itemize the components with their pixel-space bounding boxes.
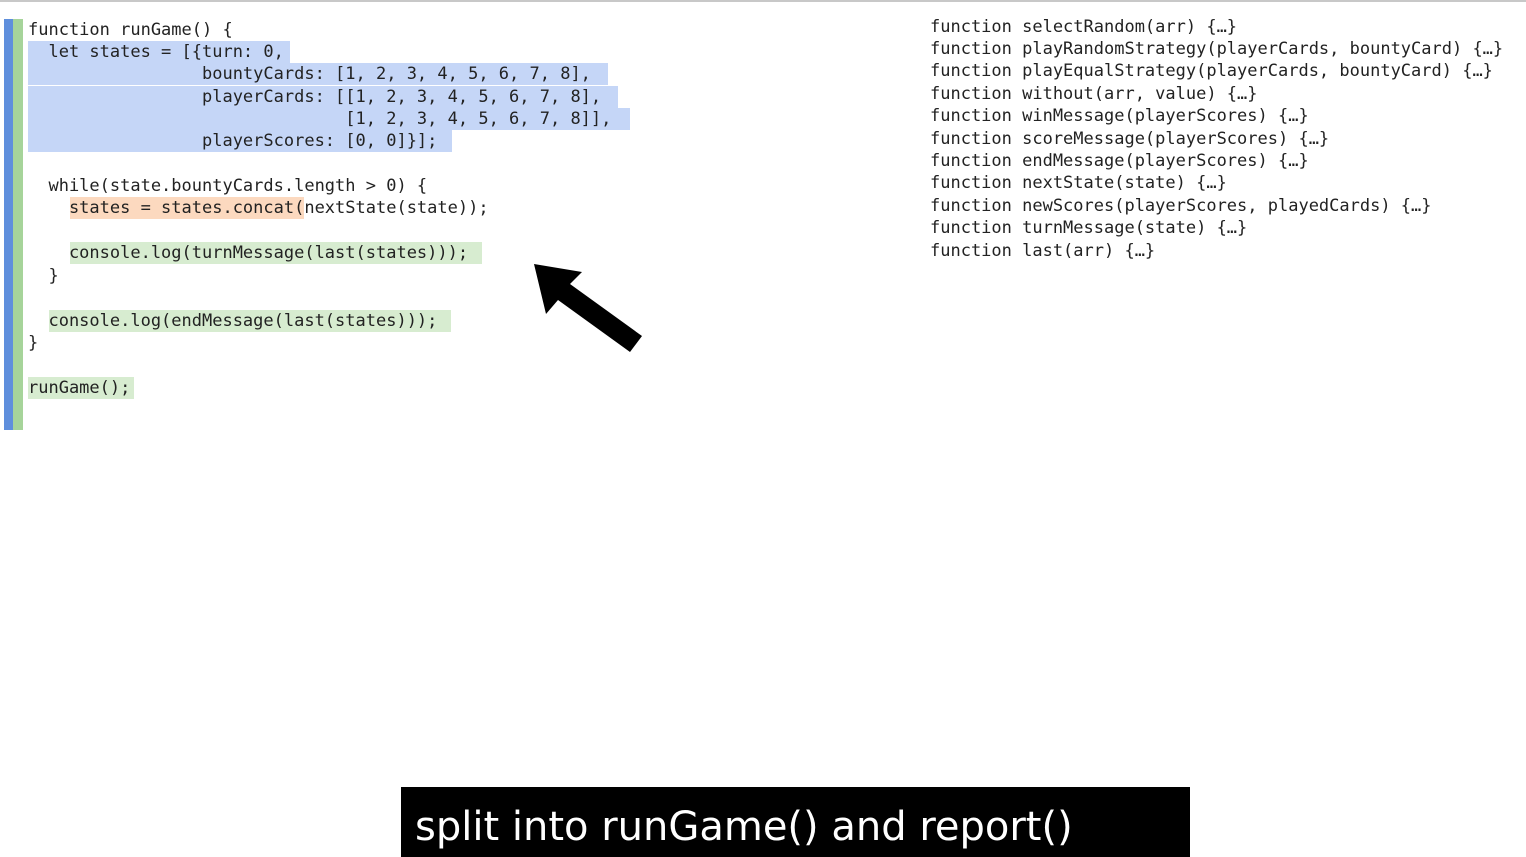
- code-line: playerScores: [0, 0]}];: [28, 131, 438, 151]
- code-line: states = states.concat(nextState(state))…: [28, 198, 489, 218]
- code-line: }: [28, 333, 39, 353]
- code-line: runGame();: [28, 378, 131, 398]
- subtitle-caption: split into runGame() and report(): [401, 787, 1190, 857]
- highlight-run-game-call: [28, 377, 134, 399]
- function-signature: function endMessage(playerScores) {…}: [930, 151, 1309, 171]
- function-signature: function without(arr, value) {…}: [930, 84, 1258, 104]
- function-signature: function nextState(state) {…}: [930, 173, 1227, 193]
- function-signature: function newScores(playerScores, playedC…: [930, 196, 1432, 216]
- function-signature: function selectRandom(arr) {…}: [930, 17, 1238, 37]
- highlight-states-init: [28, 130, 452, 152]
- highlight-states-init: [28, 41, 290, 63]
- pointer-arrow-icon: [534, 264, 642, 352]
- code-line: [1, 2, 3, 4, 5, 6, 7, 8]],: [28, 109, 612, 129]
- change-gutter-blue: [4, 19, 13, 430]
- code-line: while(state.bountyCards.length > 0) {: [28, 176, 428, 196]
- code-line: console.log(turnMessage(last(states)));: [28, 243, 469, 263]
- function-signature: function playRandomStrategy(playerCards,…: [930, 39, 1504, 59]
- code-line: playerCards: [[1, 2, 3, 4, 5, 6, 7, 8],: [28, 87, 602, 107]
- function-signature: function turnMessage(state) {…}: [930, 218, 1248, 238]
- caption-text: split into runGame() and report(): [415, 804, 1073, 850]
- code-line: let states = [{turn: 0,: [28, 42, 284, 62]
- function-signature: function last(arr) {…}: [930, 241, 1156, 261]
- function-signature: function scoreMessage(playerScores) {…}: [930, 129, 1330, 149]
- highlight-turn-message: [70, 242, 482, 264]
- function-signature: function winMessage(playerScores) {…}: [930, 106, 1309, 126]
- highlight-states-init: [28, 63, 608, 85]
- highlight-states-init: [28, 108, 630, 130]
- code-line: }: [28, 266, 59, 286]
- highlight-states-concat: [70, 197, 304, 219]
- code-line: function runGame() {: [28, 20, 233, 40]
- highlight-end-message: [49, 310, 451, 332]
- code-line: console.log(endMessage(last(states)));: [28, 311, 438, 331]
- code-line: bountyCards: [1, 2, 3, 4, 5, 6, 7, 8],: [28, 64, 591, 84]
- top-divider: [0, 0, 1526, 2]
- function-signature: function playEqualStrategy(playerCards, …: [930, 61, 1493, 81]
- change-gutter-green: [13, 19, 23, 430]
- highlight-states-init: [28, 86, 618, 108]
